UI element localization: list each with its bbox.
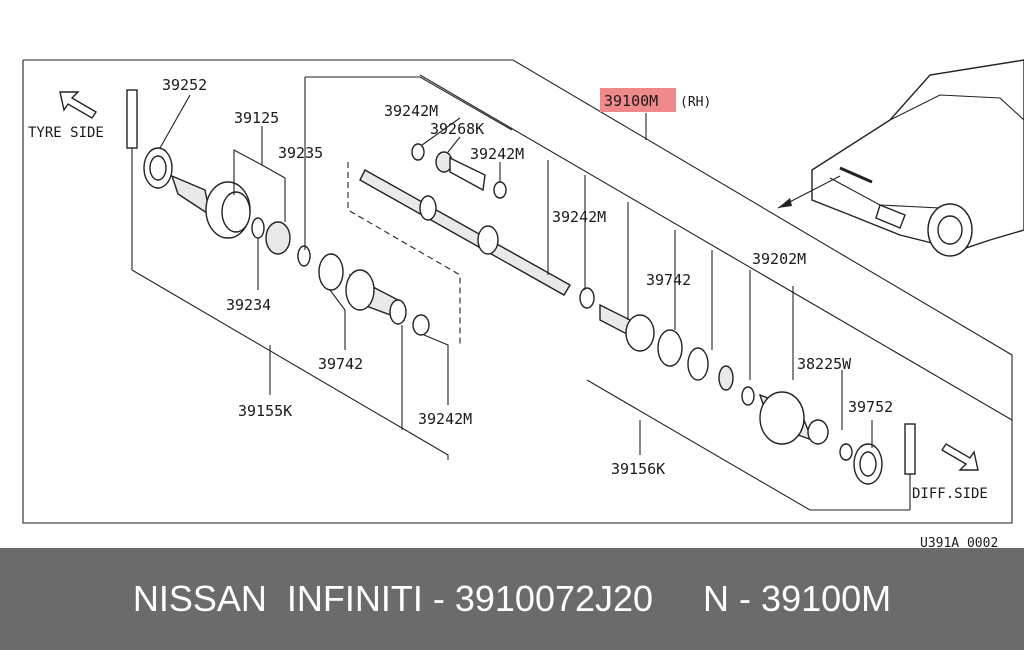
inner-joint-assembly [718, 365, 883, 485]
drive-shaft [359, 169, 571, 296]
part-label-39242m-a[interactable]: 39242M [384, 102, 438, 120]
part-label-39125[interactable]: 39125 [234, 109, 279, 127]
part-label-39155k[interactable]: 39155K [238, 402, 292, 420]
part-number-text: NISSAN INFINITI - 3910072J20 N - 39100M [132, 578, 892, 619]
bracket-39155k [131, 269, 449, 460]
part-label-38225w[interactable]: 38225W [797, 355, 852, 373]
part-label-39242m-d[interactable]: 39242M [418, 410, 472, 428]
diff-side-label: DIFF.SIDE [912, 486, 988, 502]
tyre-side-label: TYRE SIDE [28, 125, 104, 141]
part-label-39742-a[interactable]: 39742 [646, 271, 691, 289]
part-label-39742-b[interactable]: 39742 [318, 355, 363, 373]
diagram-frame [22, 59, 1013, 524]
main-part-code[interactable]: 39100M [604, 92, 658, 110]
left-boot-assembly [318, 253, 430, 336]
diff-side-arrow-icon [941, 443, 979, 471]
part-label-39268k[interactable]: 39268K [430, 120, 484, 138]
part-label-39252[interactable]: 39252 [162, 76, 207, 94]
car-illustration-icon [777, 59, 1024, 257]
right-boot-assembly [579, 287, 709, 381]
leader-lines [159, 76, 873, 455]
figure-code: U391A 0002 [920, 536, 998, 548]
part-label-39156k[interactable]: 39156K [611, 460, 665, 478]
parts-diagram: TYRE SIDE DIFF.SIDE [22, 59, 1024, 548]
part-label-39242m-b[interactable]: 39242M [470, 145, 524, 163]
part-label-39242m-c[interactable]: 39242M [552, 208, 606, 226]
main-part-highlight [600, 88, 676, 112]
boot-kit-box [347, 162, 461, 345]
damper-assembly [411, 143, 507, 199]
bracket-39156k [586, 379, 910, 511]
part-label-39234[interactable]: 39234 [226, 296, 271, 314]
diff-side-pin [904, 423, 916, 510]
outer-joint-assembly [143, 147, 311, 267]
tyre-side-arrow-icon [59, 91, 97, 119]
tyre-side-pin [126, 89, 138, 270]
part-label-39202m[interactable]: 39202M [752, 250, 806, 268]
main-part-suffix: (RH) [680, 95, 711, 110]
part-label-39752[interactable]: 39752 [848, 398, 893, 416]
separator-line [419, 74, 1013, 421]
part-info-banner: NISSAN INFINITI - 3910072J20 N - 39100M [0, 548, 1024, 650]
part-label-39235[interactable]: 39235 [278, 144, 323, 162]
